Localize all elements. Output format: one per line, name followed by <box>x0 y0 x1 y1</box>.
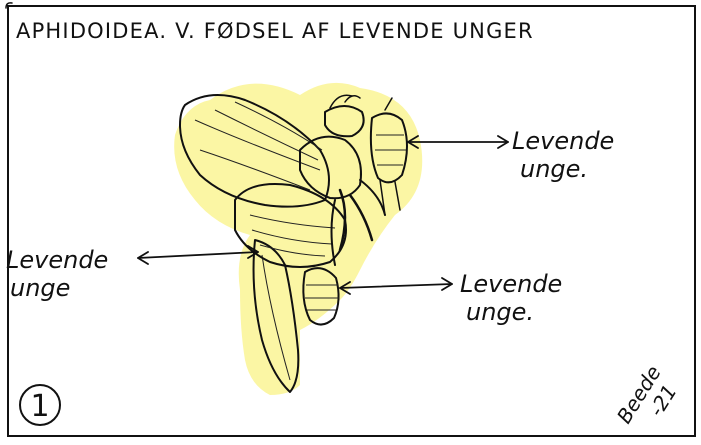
arrow-bottom-right <box>340 278 452 294</box>
label-left-line1: Levende <box>6 246 108 274</box>
arrow-top-right <box>408 136 508 148</box>
label-bottom-right-line2: unge. <box>466 298 534 326</box>
label-bottom-right-line1: Levende <box>460 270 562 298</box>
label-top-right-line1: Levende <box>512 127 614 155</box>
card-title: APHIDOIDEA. V. FØDSEL AF LEVENDE UNGER <box>16 19 534 43</box>
label-left-line2: unge <box>10 274 70 302</box>
card-number: 1 <box>30 389 49 424</box>
label-top-right-line2: unge. <box>520 155 588 183</box>
